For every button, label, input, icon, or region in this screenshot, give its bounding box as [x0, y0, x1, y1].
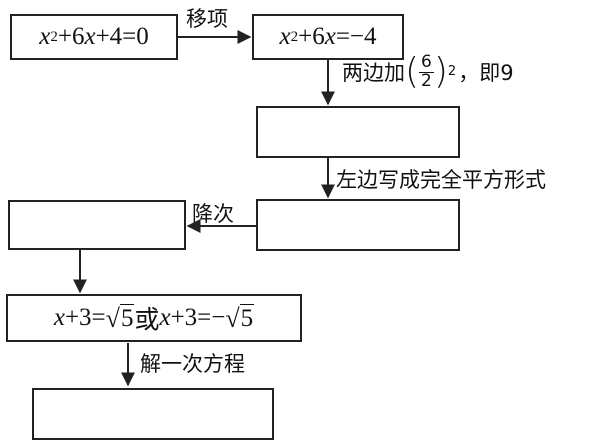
fraction: 6 2: [419, 52, 434, 91]
blank-box-perfect-square: [256, 199, 460, 251]
blank-box-after-add: [256, 106, 460, 158]
radicand: 5: [239, 303, 255, 332]
term: +4=0: [95, 23, 149, 50]
left-paren: (: [405, 51, 420, 93]
label-reduce-degree: 降次: [192, 202, 234, 226]
radical-sign: √: [105, 304, 120, 334]
term: +6: [57, 23, 85, 50]
term: +3=: [64, 304, 106, 331]
var-x: x: [84, 23, 96, 50]
sqrt: √5: [105, 303, 135, 334]
numerator: 6: [419, 52, 434, 73]
label-text: 两边加: [342, 61, 405, 86]
var-x: x: [324, 23, 336, 50]
denominator: 2: [421, 70, 432, 91]
label-text: ，即9: [458, 61, 514, 86]
label-add-both-sides: 两边加 ( 6 2 ) 2 ，即9: [342, 51, 514, 93]
term: =−4: [335, 23, 377, 50]
term: +6: [298, 23, 325, 50]
blank-box-solution: [32, 388, 274, 440]
radical-sign: √: [225, 304, 240, 334]
label-perfect-square: 左边写成完全平方形式: [336, 168, 546, 192]
blank-box-reduced: [8, 200, 186, 250]
var-x: x: [39, 23, 51, 50]
or-word: 或: [134, 307, 160, 334]
right-paren: ): [433, 51, 448, 93]
var-x: x: [159, 304, 171, 331]
label-move-term: 移项: [186, 7, 228, 31]
var-x: x: [53, 304, 65, 331]
radicand: 5: [119, 303, 135, 332]
term: +3=−: [170, 304, 226, 331]
label-solve-linear: 解一次方程: [140, 352, 245, 376]
sqrt: √5: [225, 303, 255, 334]
var-x: x: [279, 23, 291, 50]
